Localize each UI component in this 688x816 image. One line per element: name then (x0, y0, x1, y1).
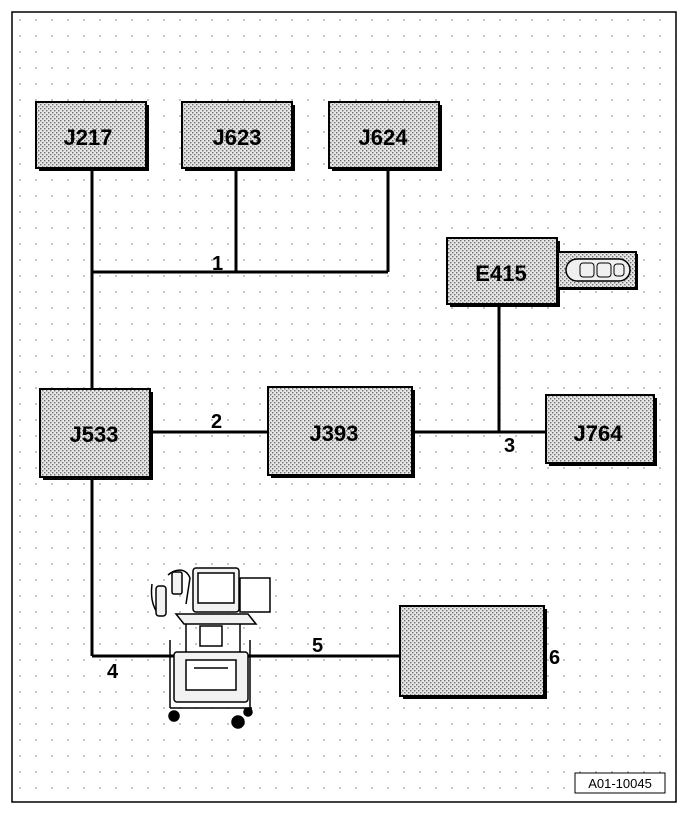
connection-4-label: 4 (107, 661, 119, 683)
box-j623: J623 (181, 101, 295, 171)
box-6 (399, 605, 547, 699)
label-j624: J624 (359, 125, 409, 150)
figure-reference: A01-10045 (574, 772, 666, 794)
label-j764: J764 (574, 421, 624, 446)
box-j764: J764 (545, 394, 657, 466)
box-j217: J217 (35, 101, 149, 171)
connection-5-label: 5 (312, 635, 323, 657)
connection-3-label: 3 (504, 435, 515, 457)
ignition-key-icon (557, 251, 638, 290)
label-j217: J217 (64, 125, 113, 150)
diagnostic-cart-icon (150, 567, 271, 729)
box-j533: J533 (39, 388, 153, 480)
box-e415: E415 (446, 237, 560, 307)
label-e415: E415 (475, 261, 526, 286)
figure-reference-text: A01-10045 (588, 776, 652, 791)
label-j393: J393 (310, 421, 359, 446)
label-j623: J623 (213, 125, 262, 150)
item-6-label: 6 (549, 647, 560, 669)
box-j624: J624 (328, 101, 442, 171)
box-j393: J393 (267, 386, 415, 478)
connection-1-label: 1 (212, 253, 223, 275)
wiring (90, 170, 546, 658)
label-j533: J533 (70, 422, 119, 447)
connection-2-label: 2 (211, 411, 222, 433)
